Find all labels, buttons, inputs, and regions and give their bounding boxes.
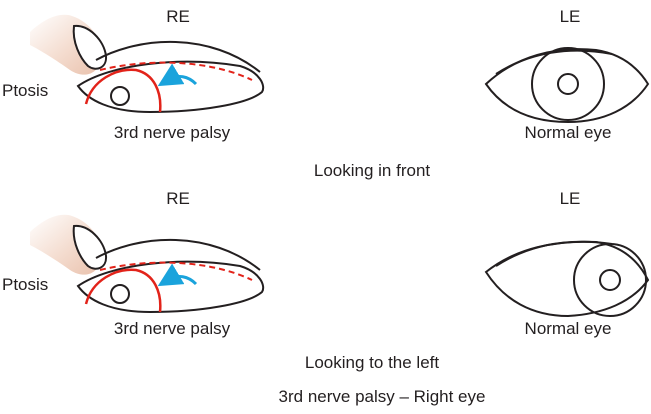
gaze-caption: Looking to the left bbox=[305, 354, 439, 371]
iris-icon bbox=[574, 244, 646, 316]
figure-caption: 3rd nerve palsy – Right eye bbox=[279, 388, 486, 405]
left-eye-label: LE bbox=[560, 190, 581, 207]
left-eye-caption: Normal eye bbox=[525, 124, 612, 141]
eye-outline bbox=[486, 242, 648, 316]
eye-outline bbox=[486, 49, 648, 122]
top-left-eye bbox=[486, 48, 648, 122]
top-right-eye bbox=[30, 15, 263, 112]
bottom-right-eye bbox=[30, 215, 263, 312]
bottom-left-eye bbox=[486, 242, 648, 316]
pupil-icon bbox=[600, 270, 620, 290]
upper-lid-fold bbox=[496, 242, 612, 266]
upper-lid-fold bbox=[496, 51, 612, 74]
pupil-icon bbox=[111, 87, 129, 105]
ptosis-label: Ptosis bbox=[2, 276, 48, 293]
iris-icon bbox=[532, 48, 604, 120]
ptosis-label: Ptosis bbox=[2, 82, 48, 99]
lid-crease bbox=[96, 42, 260, 72]
movement-arrow-icon bbox=[168, 77, 196, 84]
right-eye-caption: 3rd nerve palsy bbox=[114, 124, 230, 141]
pupil-icon bbox=[558, 74, 578, 94]
right-eye-label: RE bbox=[166, 190, 190, 207]
movement-arrow-icon bbox=[168, 277, 196, 284]
right-eye-label: RE bbox=[166, 8, 190, 25]
pupil-icon bbox=[111, 285, 129, 303]
gaze-caption: Looking in front bbox=[314, 162, 430, 179]
right-eye-caption: 3rd nerve palsy bbox=[114, 320, 230, 337]
left-eye-caption: Normal eye bbox=[525, 320, 612, 337]
left-eye-label: LE bbox=[560, 8, 581, 25]
